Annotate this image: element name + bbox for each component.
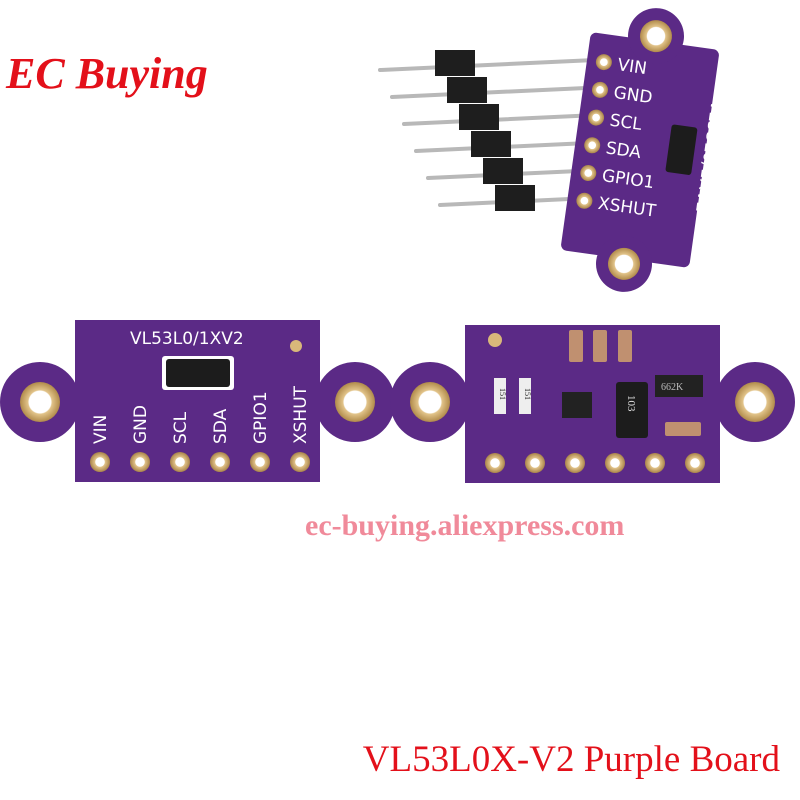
capacitor (618, 330, 632, 362)
capacitor (569, 330, 583, 362)
header-spacer (471, 131, 511, 157)
regulator-chip (655, 375, 703, 397)
pin-pad (290, 452, 310, 472)
pin-label-scl: SCL (171, 411, 191, 444)
chip-label: 103 (625, 395, 637, 412)
pin-pad (485, 453, 505, 473)
pin-pad (525, 453, 545, 473)
resistor-label: 151 (498, 388, 507, 400)
pin-label-gnd: GND (131, 405, 151, 444)
header-spacer (435, 50, 475, 76)
resistor-label: 151 (523, 388, 532, 400)
pin-pad (685, 453, 705, 473)
resistor (519, 378, 531, 414)
pin-pad (588, 109, 605, 126)
product-caption: VL53L0X-V2 Purple Board (362, 739, 780, 780)
pin-pad (645, 453, 665, 473)
pin-pad (90, 452, 110, 472)
pin-pad (130, 452, 150, 472)
sensor-chip (665, 124, 698, 175)
pin-pad (250, 452, 270, 472)
pin-pad (210, 452, 230, 472)
pin-label-sda: SDA (211, 408, 231, 444)
mounting-hole (20, 382, 60, 422)
ic-chip (562, 392, 592, 418)
mounting-hole (607, 247, 640, 280)
pin-label-sda: SDA (605, 138, 643, 163)
resistor (494, 378, 506, 414)
board-back-view: 151 151 103 662K (390, 325, 795, 483)
header-spacer (459, 104, 499, 130)
header-spacer (495, 185, 535, 211)
chip-label: 662K (661, 382, 684, 393)
header-pin (390, 85, 609, 99)
pin-label-xshut: XSHUT (291, 385, 311, 444)
pin-pad (584, 137, 601, 154)
pin-label-vin: VIN (616, 55, 648, 79)
header-spacer (447, 77, 487, 103)
watermark: ec-buying.aliexpress.com (305, 509, 624, 542)
pin-pad (170, 452, 190, 472)
mounting-hole (410, 382, 450, 422)
board-front-view: VL53L0/1XV2 VIN GND SCL SDA GPIO1 XSHUT (0, 320, 395, 482)
mounting-hole (335, 382, 375, 422)
pin-pad (605, 453, 625, 473)
mounting-hole (640, 20, 673, 53)
sensor-chip (166, 359, 230, 387)
pin-pad (565, 453, 585, 473)
pin-pad (576, 192, 593, 209)
capacitor (665, 422, 701, 436)
header-pin (378, 58, 597, 72)
header-spacer (483, 158, 523, 184)
pin-label-vin: VIN (91, 415, 111, 444)
board-title: VL53L0/1XV2 (130, 329, 244, 349)
pin-pad (591, 81, 608, 98)
brand-logo: EC Buying (6, 49, 208, 98)
resistor-array (616, 382, 648, 438)
pin-pad (595, 54, 612, 71)
capacitor (593, 330, 607, 362)
mounting-hole (735, 382, 775, 422)
pin-pad (580, 165, 597, 182)
pin-label-gpio1: GPIO1 (251, 391, 271, 444)
pin-label-scl: SCL (608, 111, 643, 135)
